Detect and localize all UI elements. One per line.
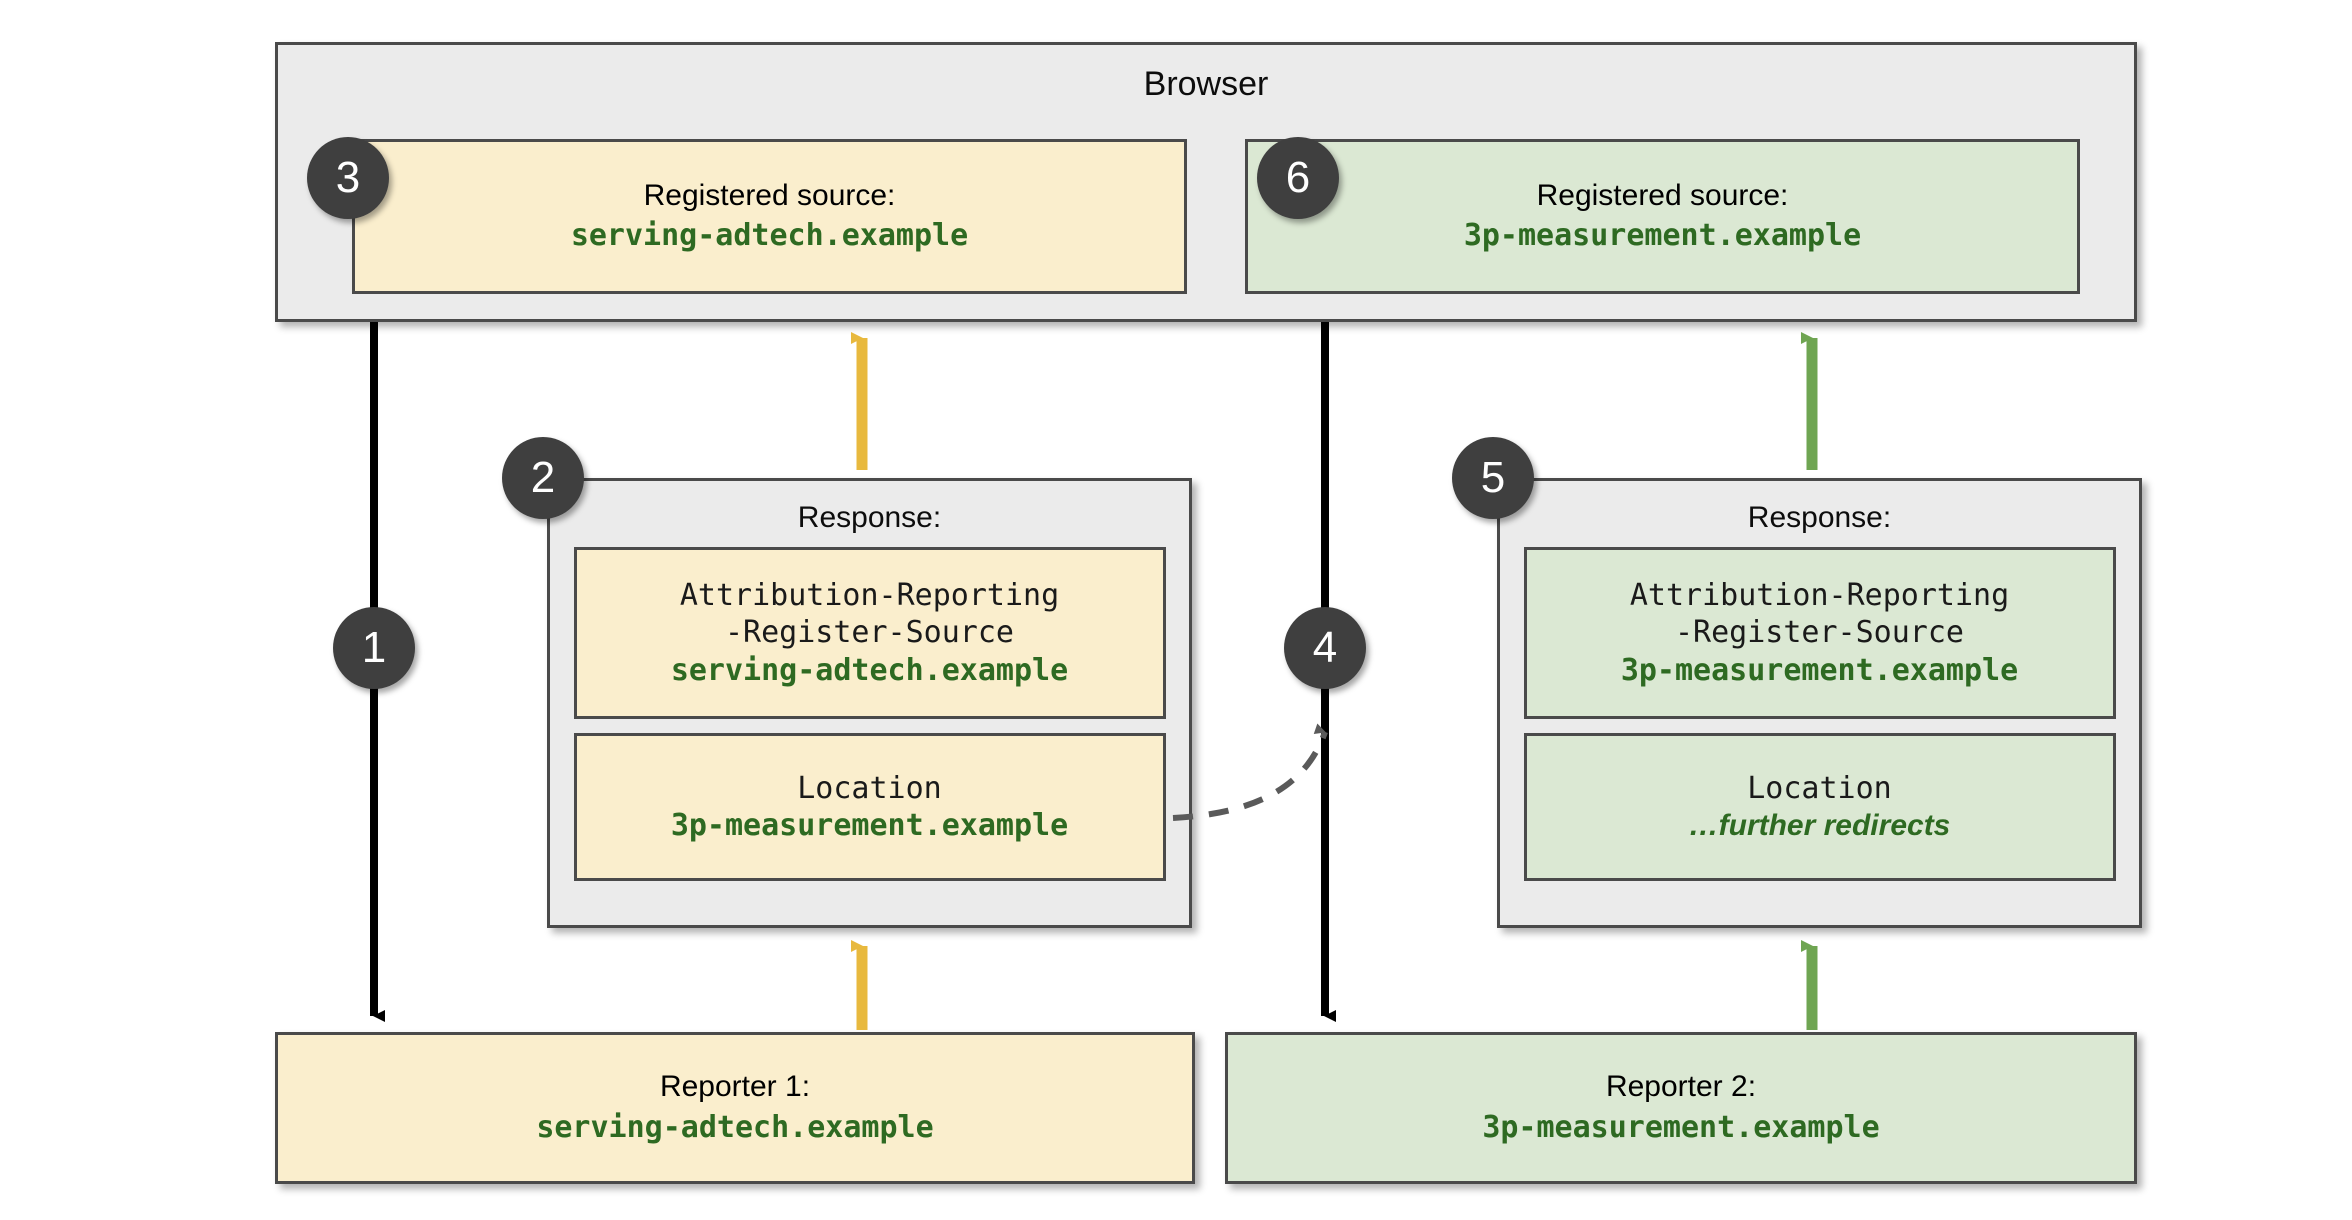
response-2-header-location: Location …further redirects (1523, 733, 2116, 881)
registered-source-card-2: Registered source: 3p-measurement.exampl… (1245, 139, 2080, 294)
reporter-value-1: serving-adtech.example (536, 1109, 934, 1145)
header-value: …further redirects (1688, 809, 1951, 842)
header-name-line-1: Location (1747, 770, 1892, 806)
step-badge-5: 5 (1452, 437, 1534, 519)
step-badge-1: 1 (333, 607, 415, 689)
response-card-2: Response: Attribution-Reporting -Registe… (1497, 478, 2142, 928)
registered-source-value-1: serving-adtech.example (570, 218, 969, 253)
reporter-value-2: 3p-measurement.example (1482, 1109, 1880, 1145)
step-badge-6: 6 (1257, 137, 1339, 219)
reporter-label-2: Reporter 2: (1605, 1070, 1757, 1103)
registered-source-label-1: Registered source: (643, 178, 896, 212)
response-2-header-register-source: Attribution-Reporting -Register-Source 3… (1523, 547, 2116, 719)
step-badge-3: 3 (307, 137, 389, 219)
reporter-card-1: Reporter 1: serving-adtech.example (275, 1032, 1195, 1184)
header-value: serving-adtech.example (670, 652, 1069, 688)
registered-source-value-2: 3p-measurement.example (1463, 218, 1862, 253)
reporter-card-2: Reporter 2: 3p-measurement.example (1225, 1032, 2137, 1184)
header-name-line-2: -Register-Source (725, 615, 1014, 651)
step-badge-2: 2 (502, 437, 584, 519)
registered-source-card-1: Registered source: serving-adtech.exampl… (352, 139, 1187, 294)
header-name-line-1: Attribution-Reporting (679, 577, 1060, 613)
response-label-1: Response: (797, 501, 942, 534)
step-badge-4: 4 (1284, 607, 1366, 689)
registered-source-label-2: Registered source: (1536, 178, 1789, 212)
reporter-label-1: Reporter 1: (659, 1070, 811, 1103)
header-name-line-1: Attribution-Reporting (1629, 577, 2010, 613)
browser-title: Browser (1143, 65, 1269, 103)
response-1-header-register-source: Attribution-Reporting -Register-Source s… (573, 547, 1166, 719)
arrow-redirect-dashed (1172, 723, 1328, 821)
response-1-header-location: Location 3p-measurement.example (573, 733, 1166, 881)
response-card-1: Response: Attribution-Reporting -Registe… (547, 478, 1192, 928)
header-name-line-2: -Register-Source (1675, 615, 1964, 651)
header-value: 3p-measurement.example (1620, 652, 2019, 688)
header-value: 3p-measurement.example (670, 808, 1069, 843)
header-name-line-1: Location (797, 770, 942, 806)
response-label-2: Response: (1747, 501, 1892, 534)
